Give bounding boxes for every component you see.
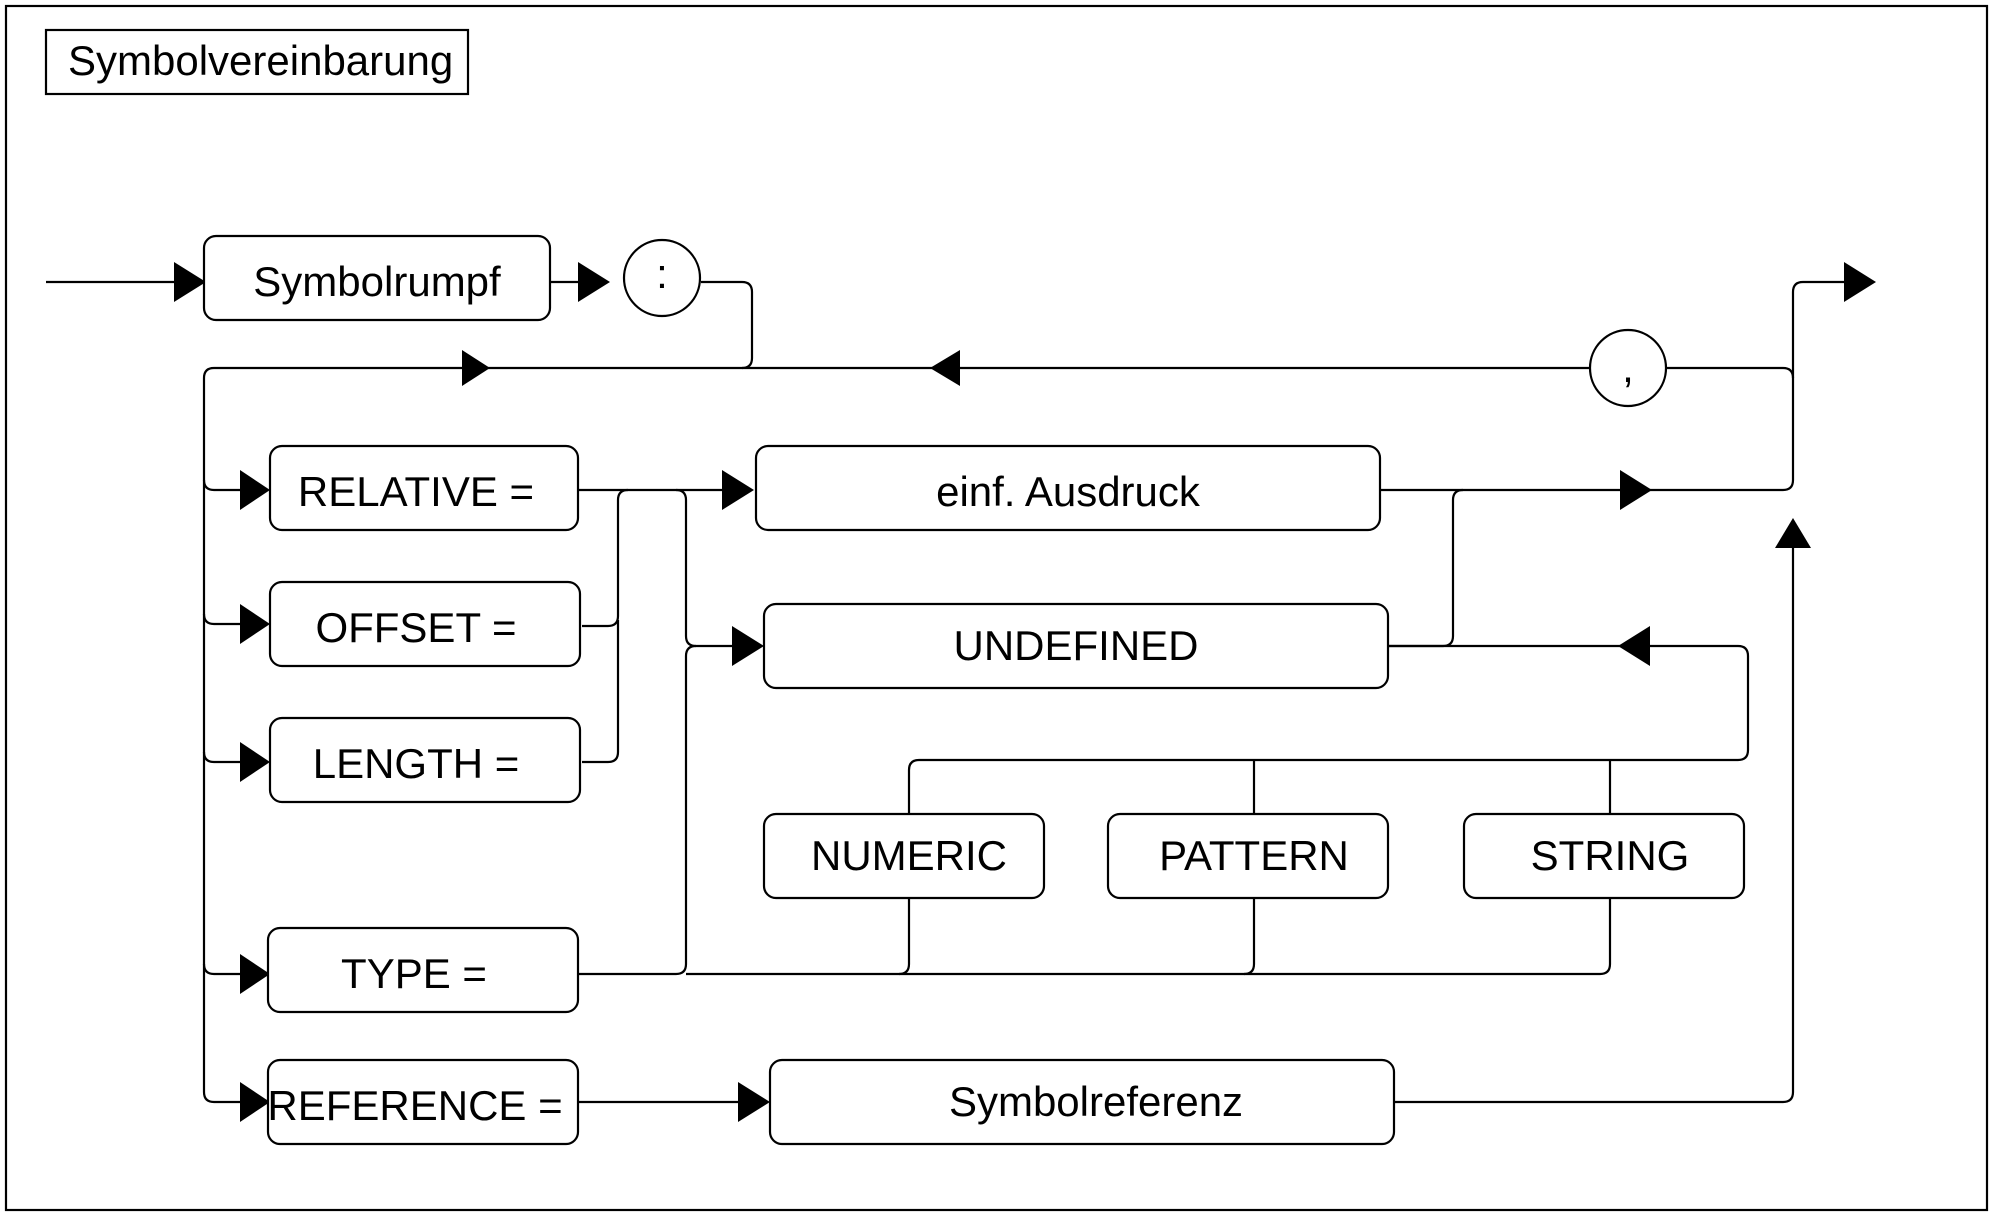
node-numeric-box — [762, 812, 1046, 900]
undefined-to-exit-line — [1388, 488, 1464, 648]
node-relative-box — [268, 444, 580, 532]
arrow-expression-exit-icon — [1620, 470, 1652, 510]
arrow-entry-icon — [174, 262, 206, 302]
node-pattern-label: PATTERN — [1159, 832, 1349, 879]
exit-line — [1791, 280, 1850, 378]
outer-frame — [4, 4, 1989, 1212]
node-colon: : — [622, 238, 702, 318]
branch-type-line — [202, 963, 242, 976]
arrow-to-symbolreferenz-icon — [738, 1082, 770, 1122]
expression-to-exit-line — [1380, 378, 1795, 492]
symbolreferenz-to-exit-line — [1394, 530, 1795, 1104]
arrow-offset-icon — [240, 604, 270, 644]
node-symbolreferenz-box — [768, 1058, 1396, 1146]
type-to-undefined-line — [578, 644, 697, 976]
arrow-loop-left-icon — [462, 350, 490, 386]
branch-offset-line — [202, 613, 242, 626]
arrow-to-undefined-icon — [732, 626, 764, 666]
arrow-relative-icon — [240, 470, 270, 510]
node-numeric: NUMERIC — [762, 812, 1046, 900]
node-comma-label: , — [1622, 344, 1634, 391]
type-options-top-line — [907, 644, 1750, 814]
colon-to-loop-line — [701, 280, 754, 370]
node-relative-label: RELATIVE = — [298, 468, 534, 515]
node-pattern: PATTERN — [1106, 812, 1390, 900]
node-comma-circle — [1588, 328, 1668, 408]
title-frame — [44, 28, 470, 96]
node-undefined-label: UNDEFINED — [953, 622, 1198, 669]
node-symbolreferenz: Symbolreferenz — [768, 1058, 1396, 1146]
node-pattern-box — [1106, 812, 1390, 900]
node-einf-ausdruck: einf. Ausdruck — [754, 444, 1382, 532]
node-colon-circle — [622, 238, 702, 318]
arrow-to-colon-icon — [578, 262, 610, 302]
node-length: LENGTH = — [268, 716, 582, 804]
arrow-to-expression-icon — [722, 470, 754, 510]
arrow-exit-icon — [1844, 262, 1876, 302]
type-bottom-line — [686, 898, 1612, 976]
numeric-down-line — [898, 898, 911, 976]
node-type-box — [266, 926, 580, 1014]
expression-to-undefined-line — [675, 488, 740, 648]
length-merge-line — [582, 620, 620, 764]
node-string: STRING — [1462, 812, 1746, 900]
node-length-box — [268, 716, 582, 804]
node-reference-box — [266, 1058, 580, 1146]
diagram-title: Symbolvereinbarung — [68, 37, 453, 84]
node-offset: OFFSET = — [268, 580, 582, 668]
arrow-type-icon — [240, 954, 270, 994]
branch-relative-line — [202, 479, 242, 492]
arrow-type-return-icon — [1618, 626, 1650, 666]
node-einf-ausdruck-box — [754, 444, 1382, 532]
branch-length-line — [202, 751, 242, 764]
arrowheads — [174, 262, 1876, 1122]
connection-lines — [46, 280, 1850, 1104]
node-type: TYPE = — [266, 926, 580, 1014]
node-numeric-label: NUMERIC — [811, 832, 1007, 879]
arrow-loop-mid-icon — [930, 350, 960, 386]
node-einf-ausdruck-label: einf. Ausdruck — [936, 468, 1201, 515]
title-box: Symbolvereinbarung — [44, 28, 470, 96]
node-string-box — [1462, 812, 1746, 900]
node-type-label: TYPE = — [341, 950, 487, 997]
arrow-length-icon — [240, 742, 270, 782]
node-undefined: UNDEFINED — [762, 602, 1390, 690]
pattern-down-line — [1243, 898, 1256, 976]
node-relative: RELATIVE = — [268, 444, 580, 532]
loop-back-line — [202, 366, 1795, 1104]
node-symbolreferenz-label: Symbolreferenz — [949, 1078, 1243, 1125]
node-undefined-box — [762, 602, 1390, 690]
node-colon-label: : — [656, 250, 668, 297]
node-string-label: STRING — [1531, 832, 1690, 879]
arrow-rail-up-icon — [1775, 518, 1811, 548]
node-symbolrumpf-box — [202, 234, 552, 322]
node-length-label: LENGTH = — [313, 740, 520, 787]
node-offset-box — [268, 580, 582, 668]
arrow-reference-icon — [240, 1082, 270, 1122]
node-symbolrumpf-label: Symbolrumpf — [253, 258, 501, 305]
node-offset-label: OFFSET = — [315, 604, 516, 651]
node-symbolrumpf: Symbolrumpf — [202, 234, 552, 322]
offset-merge-line — [582, 488, 629, 628]
node-reference: REFERENCE = — [266, 1058, 580, 1146]
node-reference-label: REFERENCE = — [267, 1082, 562, 1129]
node-comma: , — [1588, 328, 1668, 408]
